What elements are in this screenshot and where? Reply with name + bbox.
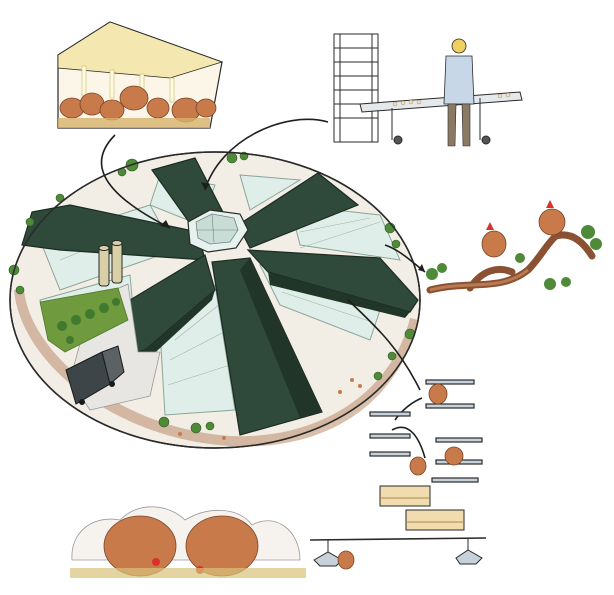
egg-trolley: [333, 33, 379, 143]
nest-trays: [379, 485, 465, 531]
conveyor-belt: [359, 91, 523, 145]
barn-interior-vignette: [57, 21, 224, 129]
arrow-from-barn: [100, 134, 171, 229]
roof-arms: [21, 157, 419, 436]
barn-hens: [59, 85, 217, 123]
delivery-truck: [65, 345, 125, 405]
feed-silos: [98, 240, 123, 287]
arrow-heads: [160, 182, 425, 272]
feeder-line-vignette: [309, 537, 487, 570]
perch-system-vignette: [369, 379, 483, 531]
conveyor-eggs: [392, 92, 511, 107]
roof-arm-east: [246, 249, 419, 313]
litter-floor: [70, 568, 306, 578]
roof-shadows: [137, 258, 410, 418]
barn-litter: [58, 118, 210, 128]
roost-leaves: [426, 225, 602, 290]
run-trees: [57, 298, 120, 344]
orchard-hens: [178, 378, 362, 440]
tree-roost-vignette: [426, 200, 602, 294]
soil-rim: [14, 290, 418, 447]
dust-bath-vignette: [70, 506, 306, 578]
feeder-pipe: [309, 537, 487, 541]
central-hub: [187, 209, 249, 253]
egg-conveyor-vignette: [333, 33, 523, 147]
arrow-from-conveyor: [204, 118, 329, 191]
arrow-to-perches: [347, 299, 421, 391]
feeder-chick: [337, 550, 355, 570]
farm-outline: [9, 151, 421, 449]
roof-arm-northeast: [237, 172, 360, 249]
arrow-perch-2: [391, 426, 426, 459]
barn-lamps: [81, 65, 175, 103]
perimeter-trees: [8, 151, 416, 434]
arrow-perch-1: [394, 397, 423, 421]
roost-hens: [481, 200, 566, 258]
perch-hens: [409, 383, 464, 476]
farm-worker: [443, 38, 475, 147]
round-farm: [8, 151, 421, 449]
